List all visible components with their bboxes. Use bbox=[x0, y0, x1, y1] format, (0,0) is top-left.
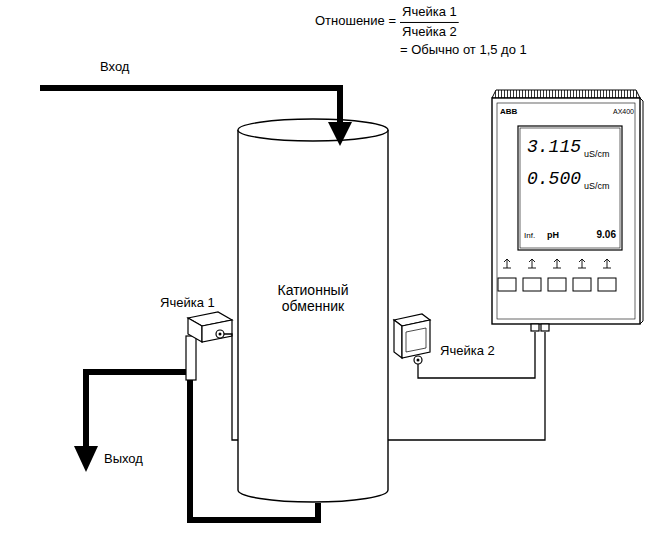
exchanger-tank: Катионный обменник bbox=[237, 118, 389, 503]
display-reading: 0.500 bbox=[527, 169, 581, 190]
key-button bbox=[523, 278, 541, 291]
signal-cable bbox=[417, 364, 418, 368]
display-tag: Inf. bbox=[524, 231, 535, 240]
diagram-label: Ячейка 2 bbox=[402, 25, 457, 40]
inlet-pipe bbox=[40, 88, 340, 122]
key-button bbox=[498, 278, 516, 291]
diagram-label: Вход bbox=[100, 60, 129, 75]
model-mark: AX400 bbox=[613, 108, 634, 116]
diagram-label: Выход bbox=[104, 452, 143, 467]
cell-drawing bbox=[388, 308, 508, 368]
key-icon bbox=[578, 259, 586, 268]
inlet-arrowhead bbox=[328, 122, 352, 146]
display-screen bbox=[520, 128, 620, 248]
key-button bbox=[548, 278, 566, 291]
cell-housing-front bbox=[402, 320, 430, 358]
front-panel bbox=[497, 103, 635, 319]
cell-connector bbox=[216, 330, 224, 338]
display-tag: pH bbox=[547, 230, 559, 240]
fraction-bar bbox=[400, 22, 459, 23]
display-reading: 3.115 bbox=[527, 137, 581, 158]
signal-cable bbox=[224, 334, 232, 380]
conductivity-cell: Ячейка 2 bbox=[388, 308, 508, 368]
analyzer-unit: ABBAX4003.115uS/cm0.500uS/cmInf.pH9.06 bbox=[488, 88, 644, 332]
diagram-label: Ячейка 1 bbox=[402, 5, 457, 20]
brand-mark: ABB bbox=[500, 107, 517, 116]
key-icon bbox=[503, 259, 511, 268]
signal-cable bbox=[418, 332, 535, 378]
vent-grille bbox=[492, 90, 640, 98]
cell-connector-pin bbox=[219, 333, 222, 336]
front-bezel bbox=[492, 98, 640, 324]
key-button bbox=[573, 278, 591, 291]
display-frame bbox=[518, 126, 622, 250]
cell-label: Ячейка 1 bbox=[160, 296, 215, 311]
conductivity-cell: Ячейка 1 bbox=[160, 296, 238, 380]
cell-window bbox=[406, 328, 426, 352]
key-icon bbox=[528, 259, 536, 268]
key-icon bbox=[603, 259, 611, 268]
tank-top bbox=[238, 119, 388, 141]
cell-head-side bbox=[188, 318, 202, 342]
cell-housing-side bbox=[394, 320, 402, 358]
cell-tube bbox=[186, 336, 196, 380]
cable-gland bbox=[541, 324, 549, 331]
diagram-label: Отношение = bbox=[315, 14, 396, 29]
diagram-label: = Обычно от 1,5 до 1 bbox=[400, 43, 527, 58]
key-button bbox=[598, 278, 616, 291]
analyzer-drawing bbox=[488, 88, 644, 332]
display-value: 9.06 bbox=[597, 229, 616, 241]
cell-label: Ячейка 2 bbox=[440, 344, 495, 359]
display-unit: uS/cm bbox=[584, 181, 610, 191]
outlet-arrowhead bbox=[74, 446, 98, 472]
display-unit: uS/cm bbox=[584, 149, 610, 159]
tank-body bbox=[238, 130, 388, 502]
cell-head-front bbox=[202, 320, 232, 342]
tank-label: Катионный обменник bbox=[251, 282, 375, 314]
cable-gland bbox=[531, 324, 539, 331]
cell-connector-pin bbox=[417, 359, 420, 362]
outlet-pipe bbox=[86, 372, 186, 450]
cell-connector bbox=[414, 356, 422, 364]
key-icon bbox=[553, 259, 561, 268]
